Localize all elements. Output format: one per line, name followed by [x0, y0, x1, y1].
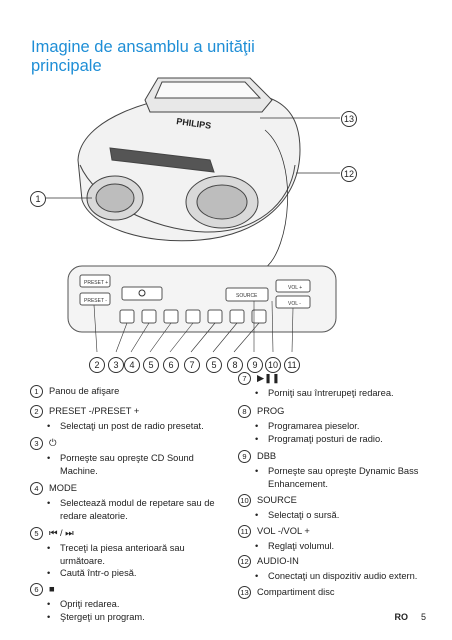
page-title-line-2: principale [31, 57, 102, 75]
callout-8: 8 [227, 357, 243, 373]
callout-5a: 5 [143, 357, 159, 373]
transport-buttons [119, 309, 267, 324]
callout-1: 1 [30, 191, 46, 207]
callout-9: 9 [247, 357, 263, 373]
boombox-body [77, 77, 301, 242]
svg-text:VOL -: VOL - [288, 301, 301, 307]
callout-10: 10 [265, 357, 281, 373]
brand-logo: PHILIPS [176, 116, 212, 131]
callout-5b: 5 [206, 357, 222, 373]
callout-3: 3 [108, 357, 124, 373]
callout-7: 7 [184, 357, 200, 373]
vol-plus-button [275, 279, 311, 293]
power-button [121, 286, 163, 301]
callout-11: 11 [284, 357, 300, 373]
svg-text:PRESET -: PRESET - [84, 298, 107, 304]
list-item: 5⏮ / ⏭ Treceţi la piesa anterioară sau u… [30, 527, 230, 580]
footer-language: RO [394, 612, 409, 622]
preset-plus-button [79, 274, 111, 288]
callout-2: 2 [89, 357, 105, 373]
list-item: 6■ Opriţi redarea. Ştergeţi un program. [30, 583, 230, 623]
list-item: 3⏻ Porneşte sau opreşte CD Sound Machine… [30, 437, 230, 477]
panel-leaders [93, 300, 294, 353]
svg-text:SOURCE: SOURCE [236, 293, 258, 299]
callout-4: 4 [124, 357, 140, 373]
parts-list-right: 7▶❚❚ Porniţi sau întrerupeţi redarea. 8P… [238, 372, 433, 612]
page-number: 5 [420, 612, 426, 622]
svg-text:VOL +: VOL + [288, 285, 302, 291]
source-button [225, 287, 269, 302]
callout-6: 6 [163, 357, 179, 373]
svg-text:PRESET +: PRESET + [84, 280, 108, 286]
page-title: Imagine de ansamblu a unităţii principal… [31, 38, 331, 76]
preset-minus-button [79, 292, 111, 306]
callout-12: 12 [341, 166, 357, 182]
list-item: 7▶❚❚ Porniţi sau întrerupeţi redarea. [238, 372, 438, 400]
device-illustration: PHILIPS PRESET + PRESET - SOURCE VOL + V… [46, 77, 340, 353]
leader-lines [46, 117, 340, 269]
control-panel: PRESET + PRESET - SOURCE VOL + VOL - [67, 265, 337, 353]
callout-13: 13 [341, 111, 357, 127]
page-title-line-1: Imagine de ansamblu a unităţii [31, 38, 255, 56]
